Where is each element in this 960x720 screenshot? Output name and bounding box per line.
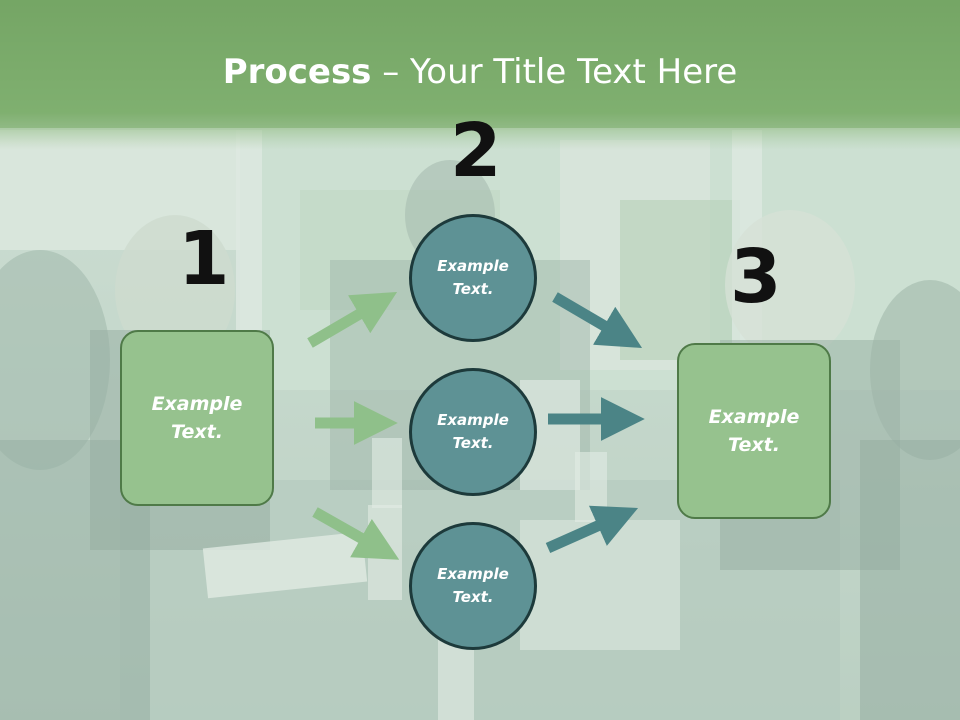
arrow-circle-top-to-box3 [552, 292, 643, 349]
slide-title: Process – Your Title Text Here [0, 52, 960, 92]
step-number-1: 1 [178, 216, 230, 302]
step-number-3: 3 [730, 234, 782, 320]
circle-bottom: Example Text. [409, 522, 537, 650]
title-rest-part: – Your Title Text Here [371, 52, 738, 92]
step-number-2: 2 [450, 108, 502, 194]
arrow-box1-to-circle-top [307, 291, 398, 348]
circle-top: Example Text. [409, 214, 537, 342]
circle-middle: Example Text. [409, 368, 537, 496]
arrow-circle-bottom-to-box3 [545, 505, 639, 554]
arrow-box1-to-circle-bottom [312, 507, 400, 560]
right-step-box: Example Text. [677, 343, 831, 519]
left-step-box: Example Text. [120, 330, 274, 506]
title-bold-part: Process [222, 52, 372, 92]
